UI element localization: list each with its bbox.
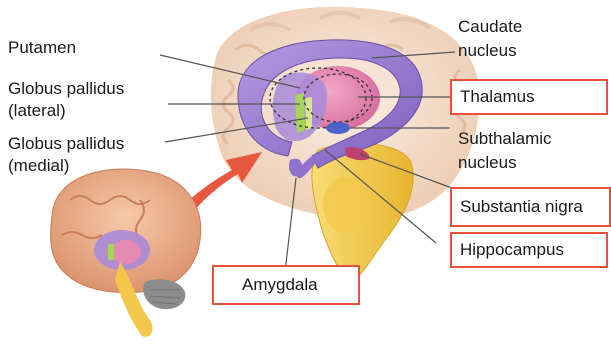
subthalamic-nucleus-shape — [326, 122, 350, 134]
globus-pallidus-medial-label-line1: Globus pallidus — [8, 133, 124, 154]
hippocampus-label-box: Hippocampus — [450, 232, 608, 268]
substantia-nigra-label-box: Substantia nigra — [450, 187, 611, 227]
putamen-label: Putamen — [8, 37, 76, 58]
subthalamic-nucleus-label-line2: nucleus — [458, 152, 517, 173]
amygdala-label-box: Amygdala — [212, 265, 360, 305]
globus-pallidus-medial-label-line2: (medial) — [8, 155, 69, 176]
caudate-nucleus-label-line2: nucleus — [458, 40, 517, 61]
globus-pallidus-lateral-label-line1: Globus pallidus — [8, 78, 124, 99]
brainstem — [312, 143, 413, 285]
caudate-nucleus-label-line1: Caudate — [458, 16, 522, 37]
globus-pallidus-lateral-label-line2: (lateral) — [8, 100, 66, 121]
thalamus-label-box: Thalamus — [450, 79, 608, 115]
subthalamic-nucleus-label-line1: Subthalamic — [458, 128, 552, 149]
small-brain — [51, 169, 201, 337]
